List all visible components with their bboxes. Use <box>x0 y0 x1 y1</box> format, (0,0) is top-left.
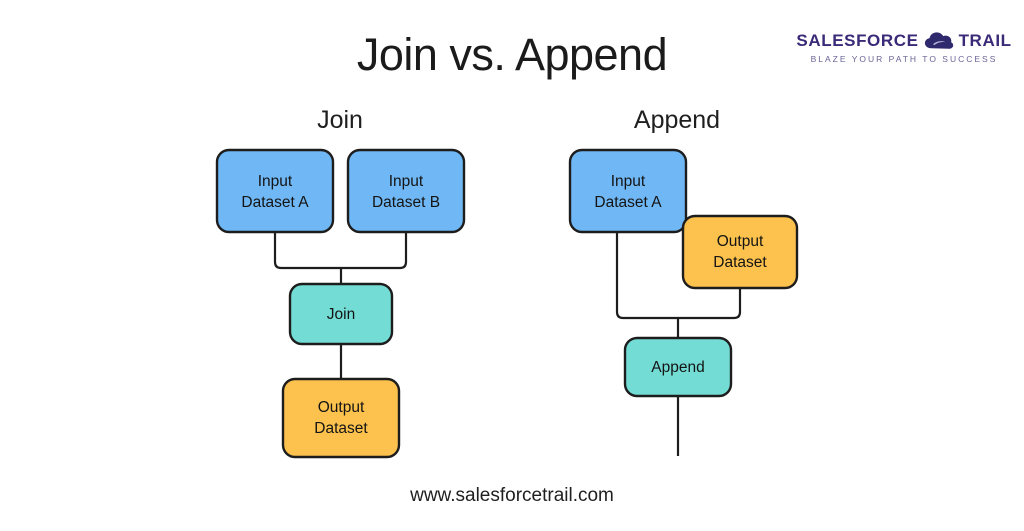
append-input-a-label-line1: Input <box>611 173 646 190</box>
join-process-box[interactable] <box>288 282 394 346</box>
join-edge-input-a-to-join <box>273 232 341 270</box>
join-input-b-box[interactable] <box>346 148 466 234</box>
join-node-input-a[interactable]: Input Dataset A <box>215 148 335 234</box>
logo-wordmark: SALESFORCE TRAIL <box>796 28 1011 52</box>
append-output-label-line2: Dataset <box>713 254 767 271</box>
join-input-b-label-line2: Dataset B <box>372 194 440 211</box>
join-edge-input-b-to-join <box>341 232 408 270</box>
join-output-label-line2: Dataset <box>314 420 368 437</box>
append-connectors <box>615 232 742 456</box>
logo-word-salesforce: SALESFORCE <box>796 30 919 50</box>
logo-tagline: BLAZE YOUR PATH TO SUCCESS <box>810 54 998 64</box>
join-node-process[interactable]: Join <box>288 282 394 346</box>
page-title: Join vs. Append <box>356 29 668 80</box>
append-process-label: Append <box>651 359 704 376</box>
join-connectors <box>273 232 408 379</box>
join-process-label: Join <box>327 306 355 323</box>
append-edge-output-to-append <box>678 288 742 320</box>
append-input-a-label-line2: Dataset A <box>594 194 662 211</box>
append-output-box[interactable] <box>681 214 799 290</box>
join-output-label-line1: Output <box>318 399 365 416</box>
section-heading-join: Join <box>317 106 363 134</box>
append-node-process[interactable]: Append <box>623 336 733 398</box>
cloud-icon <box>924 31 953 49</box>
append-edge-input-a-to-append <box>615 232 678 320</box>
section-heading-append: Append <box>633 106 721 134</box>
join-output-box[interactable] <box>281 377 401 459</box>
logo-word-trail: TRAIL <box>958 30 1012 50</box>
append-process-box[interactable] <box>623 336 733 398</box>
join-input-b-label-line1: Input <box>389 173 424 190</box>
join-node-input-b[interactable]: Input Dataset B <box>346 148 466 234</box>
append-node-input-a[interactable]: Input Dataset A <box>568 148 688 234</box>
join-input-a-label-line2: Dataset A <box>241 194 309 211</box>
join-input-a-box[interactable] <box>215 148 335 234</box>
join-input-a-label-line1: Input <box>258 173 293 190</box>
join-node-output[interactable]: Output Dataset <box>281 377 401 459</box>
brand-logo: SALESFORCE TRAIL BLAZE YOUR PATH TO SUCC… <box>796 28 1011 70</box>
append-node-output[interactable]: Output Dataset <box>681 214 799 290</box>
append-output-label-line1: Output <box>717 233 764 250</box>
append-input-a-box[interactable] <box>568 148 688 234</box>
footer-url: www.salesforcetrail.com <box>410 485 614 506</box>
